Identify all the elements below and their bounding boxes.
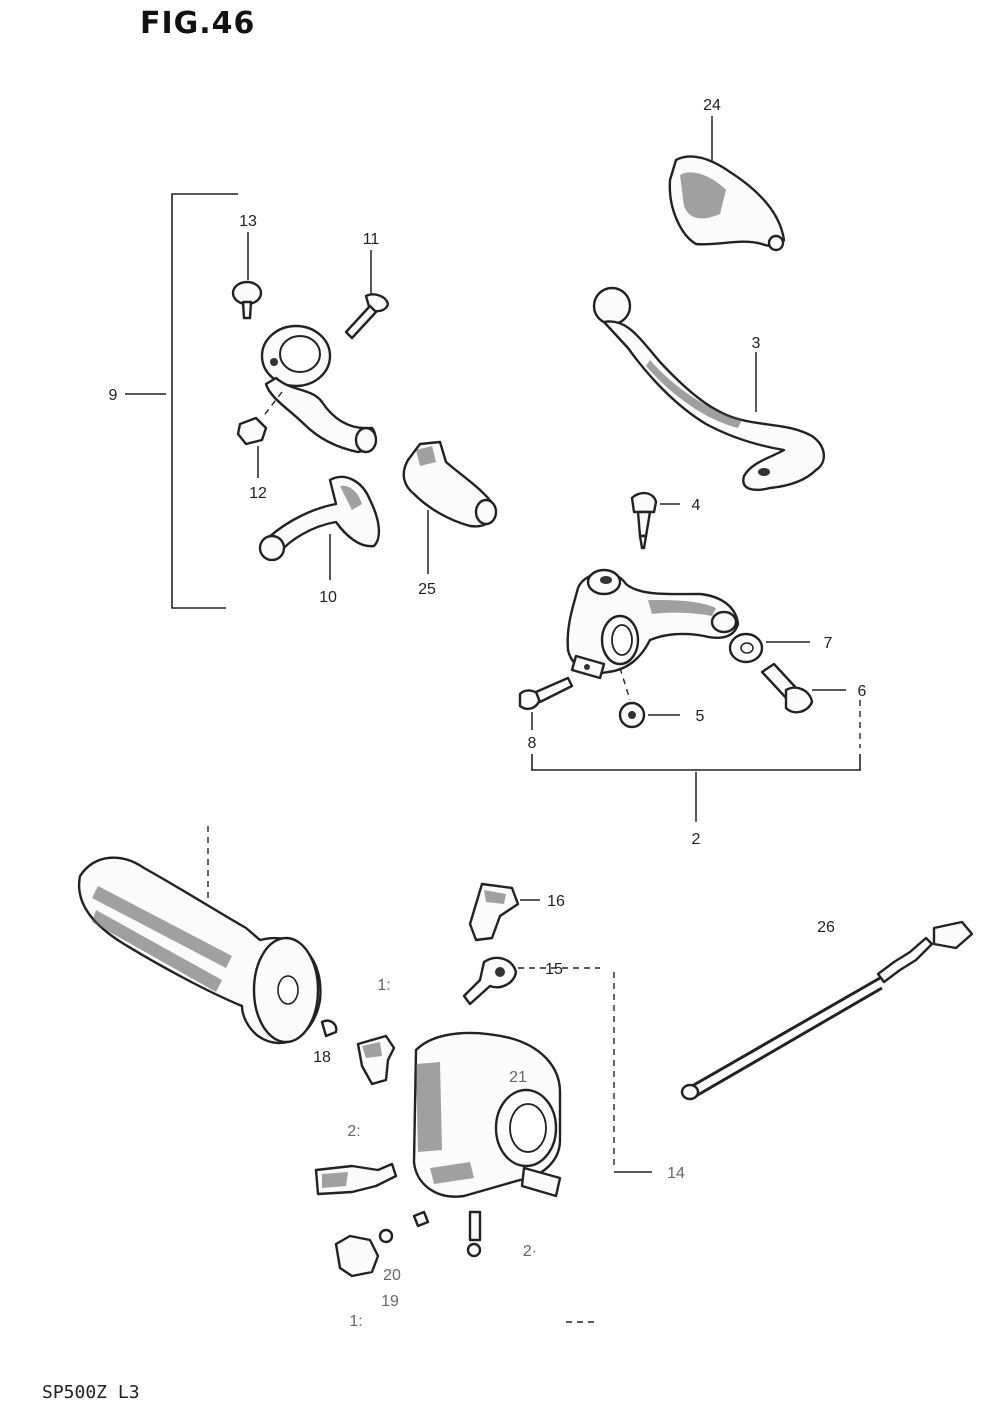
handlebar-grip xyxy=(77,826,322,1045)
callout-18: 18 xyxy=(313,1049,331,1066)
callout-10: 10 xyxy=(319,589,337,606)
callout-14: 14 xyxy=(667,1165,685,1182)
callout-1: 1: xyxy=(349,1313,362,1330)
callout-21: 21 xyxy=(509,1069,527,1086)
callout-5: 5 xyxy=(696,708,705,725)
part-8-bolt xyxy=(518,676,574,730)
callout-2: 2 xyxy=(692,831,701,848)
part-25-bracket xyxy=(402,440,498,574)
part-16-switch-knob xyxy=(468,882,540,942)
bracket-group-2 xyxy=(531,700,861,822)
part-24-lever-cover xyxy=(668,116,786,252)
bracket-group-9 xyxy=(125,193,238,609)
callout-3: 3 xyxy=(752,335,761,352)
drawing-code: SP500Z L3 xyxy=(42,1382,140,1403)
part-15-switch-lever xyxy=(462,956,600,1006)
part-9-lever-holder xyxy=(260,324,378,454)
part-4-bolt xyxy=(630,491,680,550)
callout-16: 16 xyxy=(547,893,565,910)
callout-26: 26 xyxy=(817,919,835,936)
callout-17: 1: xyxy=(377,977,390,994)
part-18-switch-part xyxy=(320,1019,396,1086)
callout-20: 20 xyxy=(383,1267,401,1284)
callout-25: 25 xyxy=(418,581,436,598)
callout-8: 8 xyxy=(528,735,537,752)
callout-11: 11 xyxy=(363,231,380,248)
part-10-lever xyxy=(258,475,381,580)
part-2-holder-assembly xyxy=(566,568,740,701)
part-12-nut xyxy=(236,416,268,478)
part-7-washer xyxy=(728,632,810,664)
part-5-nut xyxy=(618,701,680,729)
part-26-cable xyxy=(680,920,974,1101)
callout-6: 6 xyxy=(858,683,867,700)
callout-13: 13 xyxy=(239,213,257,230)
callout-12: 12 xyxy=(249,485,267,502)
part-3-lever xyxy=(592,286,825,491)
callout-24: 24 xyxy=(703,97,721,114)
callout-4: 4 xyxy=(692,497,701,514)
part-6-screw xyxy=(760,662,846,714)
part-13-screw xyxy=(231,232,263,320)
callout-22: 2: xyxy=(347,1123,360,1140)
figure-title: FIG.46 xyxy=(140,6,256,41)
part-11-pivot-bolt xyxy=(344,250,390,340)
part-14-switch-housing xyxy=(412,972,652,1198)
small-parts-cluster xyxy=(334,1210,598,1323)
part-22-plate xyxy=(314,1162,398,1196)
callout-9: 9 xyxy=(109,387,118,404)
callout-19: 19 xyxy=(381,1293,399,1310)
callout-7: 7 xyxy=(824,635,833,652)
callout-23: 2· xyxy=(523,1243,537,1260)
callout-15: 15 xyxy=(545,961,563,978)
